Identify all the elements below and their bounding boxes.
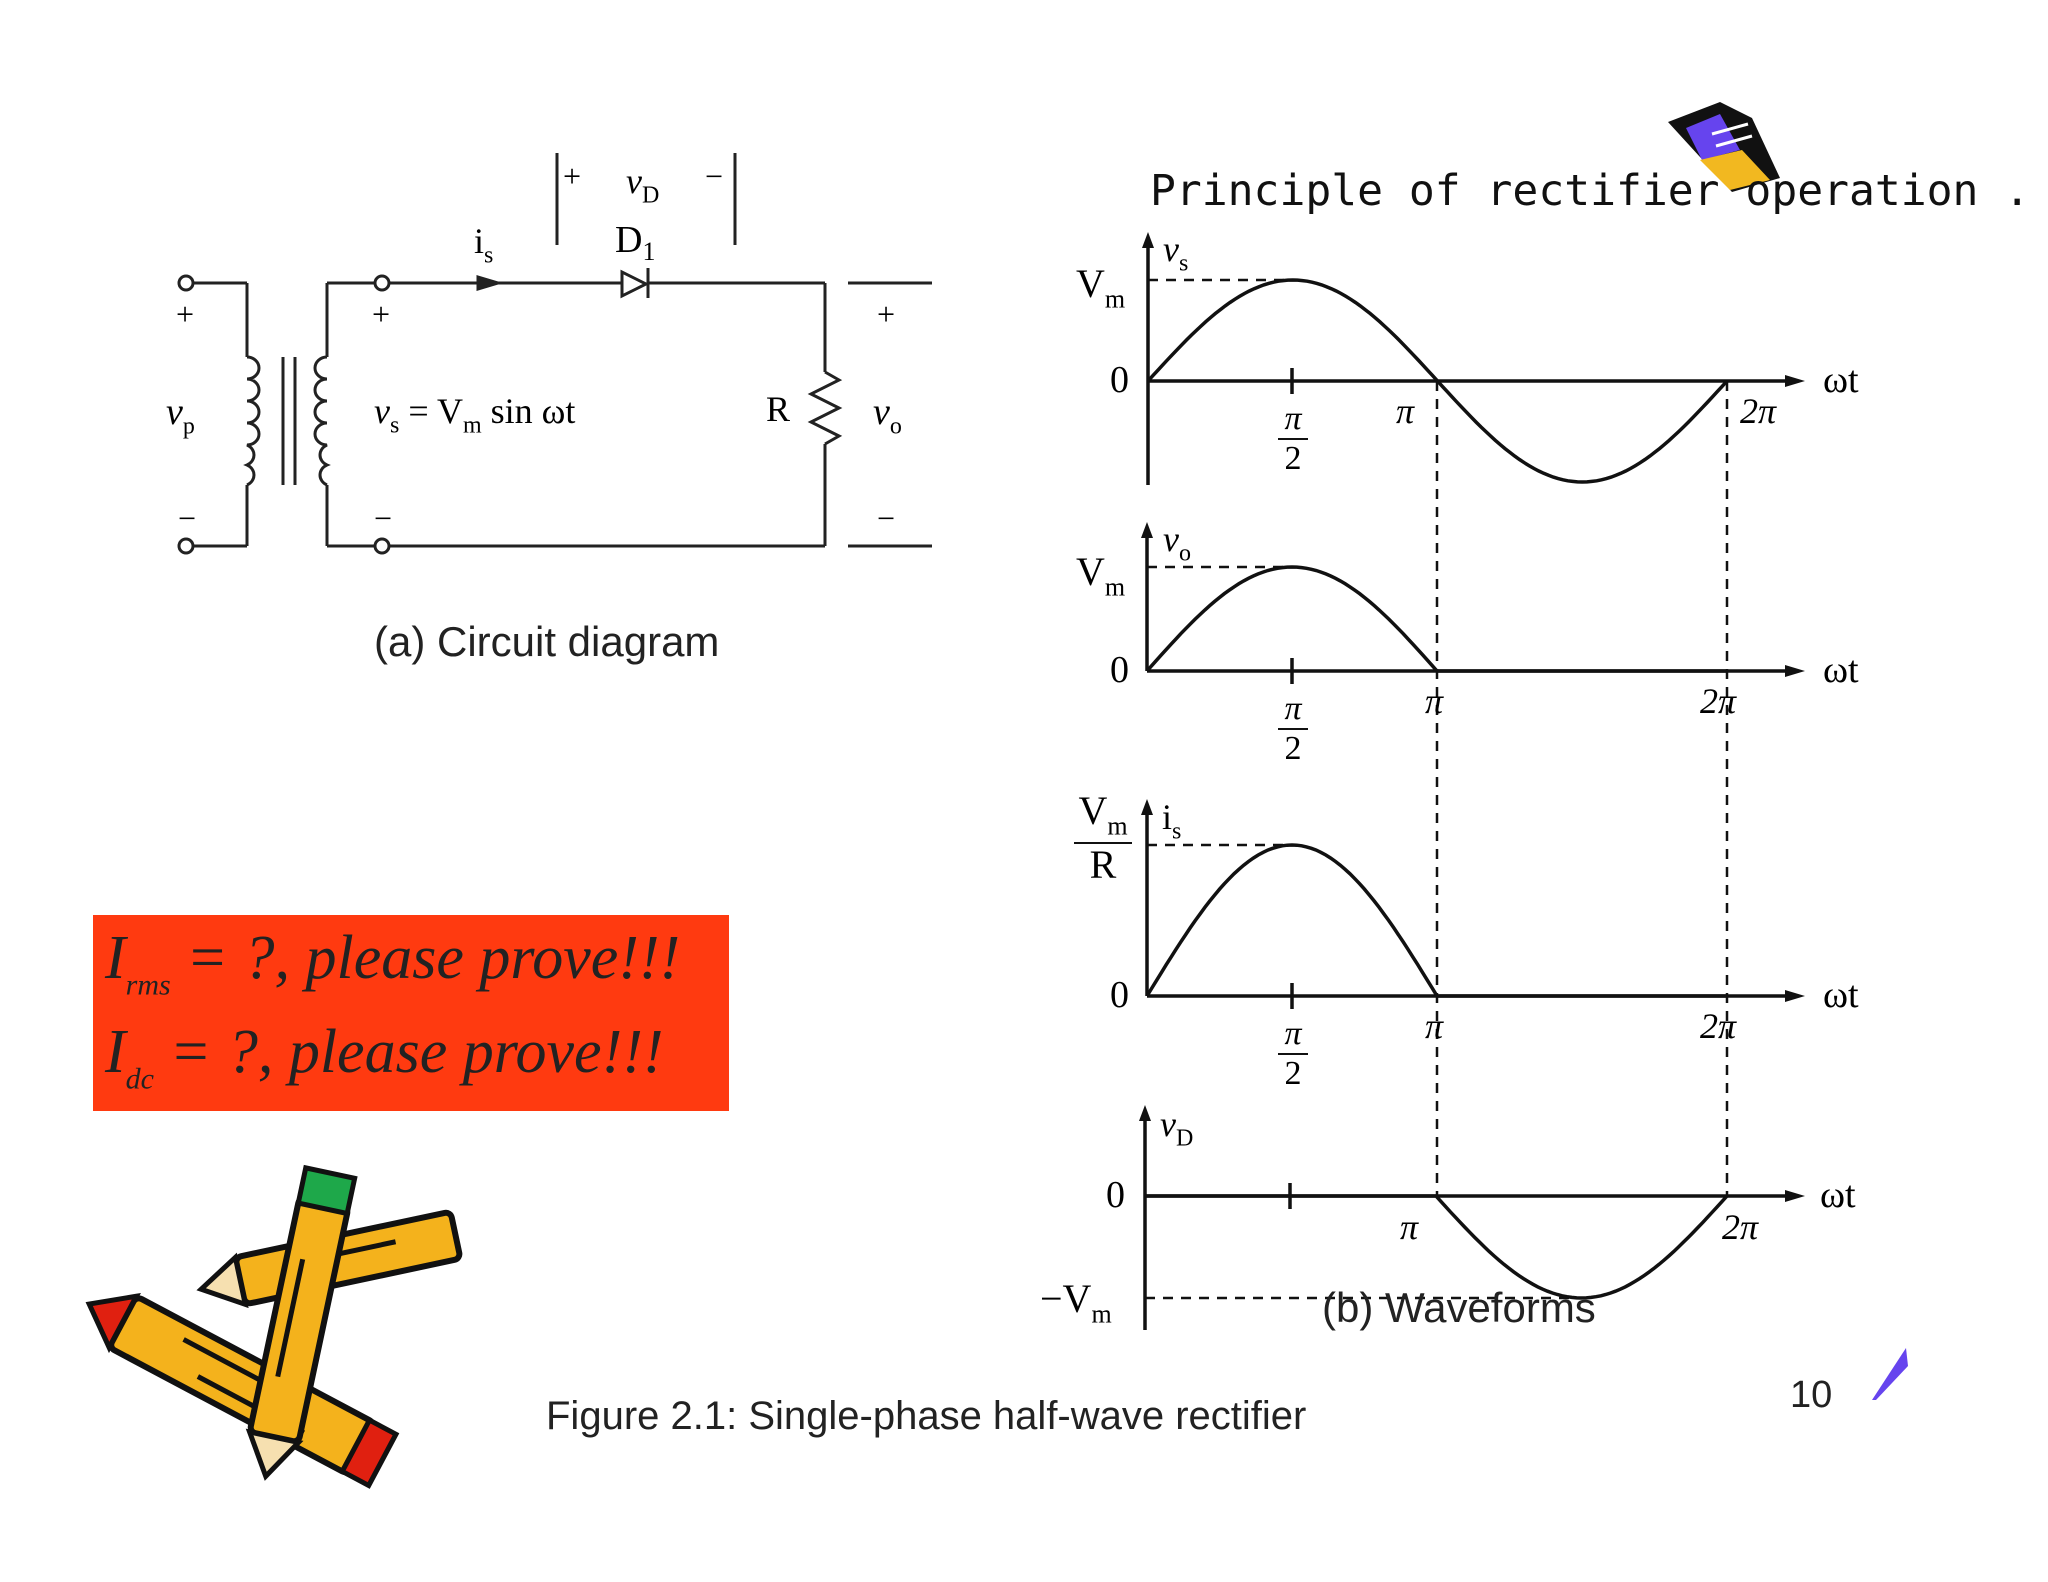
secondary-plus-sign: +: [372, 296, 391, 332]
is-pi-label: π: [1425, 1006, 1444, 1046]
vd-pi-label: π: [1400, 1207, 1419, 1247]
primary-plus-sign: +: [176, 296, 195, 332]
vo-pi-label: π: [1425, 681, 1444, 721]
diode-symbol: [620, 269, 650, 299]
vs-wt-label: ωt: [1823, 359, 1859, 401]
vo-vm-label: Vm: [1076, 549, 1126, 602]
resistor-label: R: [766, 389, 791, 429]
book-clipart-icon: [1668, 102, 1780, 192]
is-axis-label: is: [1162, 797, 1182, 845]
vs-zero-label: 0: [1110, 359, 1129, 401]
corner-swoosh-icon: [1872, 1348, 1908, 1400]
vd-minus-sign: −: [705, 158, 724, 194]
primary-coil: [243, 355, 261, 487]
vs-axis-label: vs: [1163, 229, 1189, 277]
vd-plus-sign: +: [563, 158, 582, 194]
irms-question: Irms = ?, please prove!!!: [105, 924, 681, 1002]
vo-label: vo: [873, 391, 902, 440]
vd-waveform: [1145, 1194, 1729, 1300]
resistor-symbol: [807, 370, 843, 446]
secondary-minus-sign: −: [374, 500, 393, 536]
circuit-caption: (a) Circuit diagram: [374, 618, 720, 665]
diode-label: D1: [615, 219, 656, 266]
is-waveform: [1145, 843, 1727, 998]
is-zero-label: 0: [1110, 974, 1129, 1016]
vo-zero-label: 0: [1110, 649, 1129, 691]
is-2pi-label: 2π: [1700, 1006, 1737, 1046]
primary-terminal-top: [177, 274, 195, 292]
output-plus-sign: +: [877, 296, 896, 332]
vs-2pi-label: 2π: [1740, 391, 1777, 431]
is-vm-over-r-label: Vm R: [1074, 790, 1132, 886]
vp-label: vp: [166, 391, 195, 440]
vd-neg-vm-label: −Vm: [1040, 1276, 1112, 1329]
secondary-terminal-bottom: [373, 537, 391, 555]
circuit-diagram: [177, 153, 932, 555]
vd-axis-label: vD: [1160, 1104, 1194, 1152]
secondary-terminal-top: [373, 274, 391, 292]
idc-question: Idc = ?, please prove!!!: [105, 1018, 664, 1096]
figure-caption: Figure 2.1: Single-phase half-wave recti…: [546, 1394, 1307, 1438]
waveforms-caption: (b) Waveforms: [1322, 1284, 1596, 1331]
vd-label: vD: [626, 161, 660, 209]
is-label: is: [474, 221, 494, 269]
secondary-coil: [313, 355, 331, 487]
vo-axis-label: vo: [1163, 519, 1191, 567]
primary-terminal-bottom: [177, 537, 195, 555]
page-heading: Principle of rectifier operation .: [1150, 166, 2031, 216]
vo-2pi-label: 2π: [1700, 681, 1737, 721]
page-number: 10: [1790, 1374, 1833, 1416]
vs-pi-label: π: [1396, 391, 1415, 431]
waveforms-diagram: [1139, 232, 1805, 1330]
vd-wt-label: ωt: [1820, 1174, 1856, 1216]
vd-zero-label: 0: [1106, 1174, 1125, 1216]
prove-callout-box: Irms = ?, please prove!!! Idc = ?, pleas…: [93, 915, 729, 1111]
pencils-clipart-icon: [85, 1164, 463, 1489]
vo-wt-label: ωt: [1823, 649, 1859, 691]
vd-2pi-label: 2π: [1722, 1207, 1759, 1247]
output-minus-sign: −: [877, 500, 896, 536]
vs-waveform: [1146, 278, 1729, 484]
is-wt-label: ωt: [1823, 974, 1859, 1016]
primary-minus-sign: −: [178, 500, 197, 536]
vs-equation: vs = Vm sin ωt: [374, 391, 576, 439]
vo-waveform: [1145, 565, 1727, 673]
current-arrow-icon: [476, 274, 504, 292]
vs-vm-label: Vm: [1076, 261, 1126, 314]
